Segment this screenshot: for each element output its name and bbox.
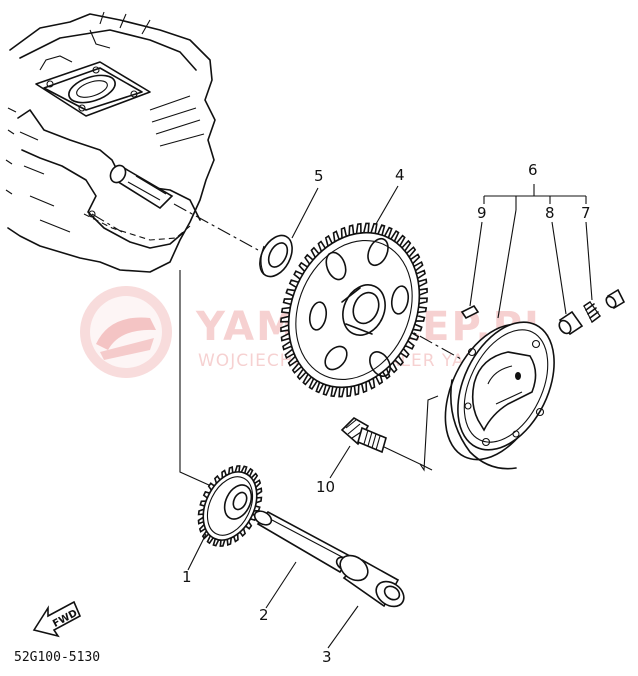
callout-4: 4	[395, 166, 405, 184]
idler-gear	[197, 465, 263, 547]
drawing-code: 52G100-5130	[14, 650, 100, 665]
washer-part	[259, 234, 293, 278]
starter-clutch-assembly	[444, 321, 555, 470]
spring-part	[583, 301, 601, 323]
bushing-part	[339, 554, 405, 608]
watermark-logo-icon	[80, 286, 172, 378]
bolt-part	[340, 417, 387, 454]
starter-wheel-gear	[280, 222, 428, 398]
callout-1: 1	[182, 568, 192, 586]
callout-numbers: 1 2 3 4 5 6 7 8 9 10	[182, 161, 591, 666]
callout-8: 8	[545, 204, 555, 222]
callout-3: 3	[322, 648, 332, 666]
callout-5: 5	[314, 167, 324, 185]
callout-9: 9	[477, 204, 487, 222]
callout-2: 2	[259, 606, 269, 624]
spring-cap-part	[605, 288, 626, 310]
callout-6: 6	[528, 161, 538, 179]
leader-lines	[187, 184, 593, 649]
callout-10: 10	[316, 478, 335, 496]
callout-7: 7	[581, 204, 591, 222]
plunger-part	[558, 310, 584, 336]
engine-crankcase	[5, 11, 216, 273]
fwd-arrow-icon: FWD	[32, 600, 82, 638]
clutch-small-parts	[460, 288, 626, 336]
